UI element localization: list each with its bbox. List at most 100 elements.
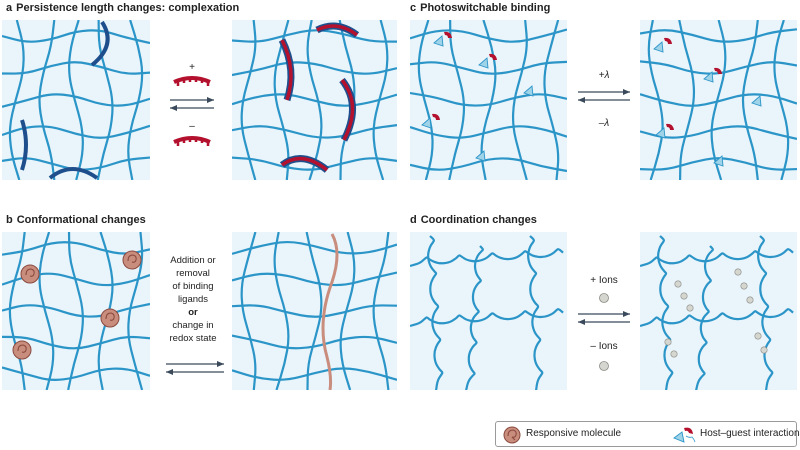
panel-a-stimulus: + – xyxy=(152,60,232,160)
responsive-molecule-body xyxy=(12,340,32,360)
responsive-molecule-body xyxy=(20,264,40,284)
host-guest-icon xyxy=(713,155,724,167)
extended-responsive-chain xyxy=(321,233,339,390)
network-strand-horizontal xyxy=(232,271,397,287)
network-strand-horizontal xyxy=(410,125,567,139)
network-strand-horizontal xyxy=(232,240,397,255)
guest-shape xyxy=(523,85,534,97)
guest-shape xyxy=(653,41,664,53)
responsive-molecule-icon xyxy=(122,250,142,270)
host-guest-icon xyxy=(421,113,440,129)
complexing-agent-icon-bottom xyxy=(173,136,211,146)
polymer-network xyxy=(410,20,567,180)
coiled-chain xyxy=(695,245,714,390)
coiled-chain xyxy=(657,235,674,390)
panel-background xyxy=(640,20,797,180)
responsive-molecule-icon xyxy=(503,426,521,444)
panel-c-letter: c xyxy=(410,2,417,14)
panel-d-stimulus: + Ions – Ions xyxy=(572,272,636,384)
stimulus-line-6: change in xyxy=(172,320,214,331)
panel-a-minus: – xyxy=(189,121,195,132)
complexing-agent xyxy=(340,78,355,141)
panel-d-remove-label: – Ions xyxy=(590,341,617,352)
panel-c-after-network xyxy=(640,20,797,180)
panel-background xyxy=(232,232,397,390)
guest-shape xyxy=(703,71,714,83)
responsive-molecule-coil xyxy=(105,312,115,321)
stimulus-line-1: Addition or xyxy=(170,255,216,266)
coiled-chain xyxy=(640,308,794,328)
network-strand-vertical xyxy=(372,232,390,390)
panel-b-letter: b xyxy=(6,214,13,226)
network-strand-horizontal xyxy=(232,61,397,77)
network-strand-vertical xyxy=(305,232,323,390)
network-strand-horizontal xyxy=(2,241,150,256)
panel-d-add-label: + Ions xyxy=(590,275,618,286)
coiled-chain xyxy=(640,248,794,268)
network-strand-vertical xyxy=(67,232,84,390)
network-strand-vertical xyxy=(678,20,696,180)
responsive-molecule-body xyxy=(122,250,142,270)
network-strand-vertical xyxy=(372,20,389,180)
responsive-molecule-icon xyxy=(20,264,40,284)
network-strand-horizontal xyxy=(640,60,797,75)
legend: Responsive molecule Host–guest interacti… xyxy=(495,421,800,447)
network-strand-horizontal xyxy=(640,28,797,43)
host-guest-icon xyxy=(703,67,722,83)
bound-ion xyxy=(674,280,682,288)
network-strand-horizontal xyxy=(232,367,397,381)
network-strand-horizontal xyxy=(2,61,150,75)
host-guest-icon xyxy=(523,85,534,97)
stimulus-line-5: or xyxy=(188,307,198,318)
responsive-molecule-icon xyxy=(12,340,32,360)
network-strand-vertical xyxy=(417,20,434,180)
responsive-molecule-coil xyxy=(25,268,35,277)
panel-c-forward-label: +λ xyxy=(599,70,610,81)
network-strand-vertical xyxy=(339,232,356,390)
host-guest-icon xyxy=(655,123,674,139)
complexing-agent-icon-top xyxy=(173,76,211,86)
panel-d-before xyxy=(410,232,567,390)
network-strand-vertical xyxy=(773,20,790,180)
guest-shape xyxy=(655,127,666,139)
host-shape xyxy=(666,123,674,130)
reverse-arrow-icon xyxy=(578,97,630,103)
panel-a-after xyxy=(232,20,397,180)
bound-ion xyxy=(680,292,688,300)
bound-ion xyxy=(670,350,678,358)
polymer-network xyxy=(232,232,397,390)
network-strand-vertical xyxy=(273,232,290,390)
forward-arrow-icon xyxy=(170,97,214,103)
host-guest-icon xyxy=(653,37,672,53)
panel-c-title-text: Photoswitchable binding xyxy=(420,2,551,14)
network-strand-vertical xyxy=(480,20,497,180)
bound-ion xyxy=(686,304,694,312)
reverse-arrow-icon xyxy=(170,105,214,111)
network-strand-horizontal xyxy=(2,156,150,171)
panel-d-title-text: Coordination changes xyxy=(420,214,537,226)
network-strand-horizontal xyxy=(232,304,397,318)
responsive-molecule-coil xyxy=(17,344,27,353)
network-strand-vertical xyxy=(306,20,323,180)
network-strand-vertical xyxy=(97,232,114,390)
network-strand-vertical xyxy=(68,20,84,180)
legend-host-guest: Host–guest interactions xyxy=(700,428,800,439)
network-strand-vertical xyxy=(448,20,466,180)
responsive-molecule-body xyxy=(100,308,120,328)
panel-b-before xyxy=(2,232,150,390)
coiled-chain xyxy=(410,248,564,268)
host-shape xyxy=(664,37,672,44)
coiled-chain xyxy=(427,235,444,390)
guest-shape xyxy=(421,117,432,129)
panel-background xyxy=(410,20,567,180)
forward-arrow-icon xyxy=(578,311,630,317)
network-strand-vertical xyxy=(8,20,25,180)
panel-c-before xyxy=(410,20,567,180)
panel-b-after-network xyxy=(232,232,397,390)
network-strand-vertical xyxy=(96,20,114,180)
host-shape xyxy=(444,31,452,38)
network-strand-vertical xyxy=(710,20,727,180)
reverse-arrow-icon xyxy=(578,319,630,325)
bound-ion xyxy=(746,296,754,304)
